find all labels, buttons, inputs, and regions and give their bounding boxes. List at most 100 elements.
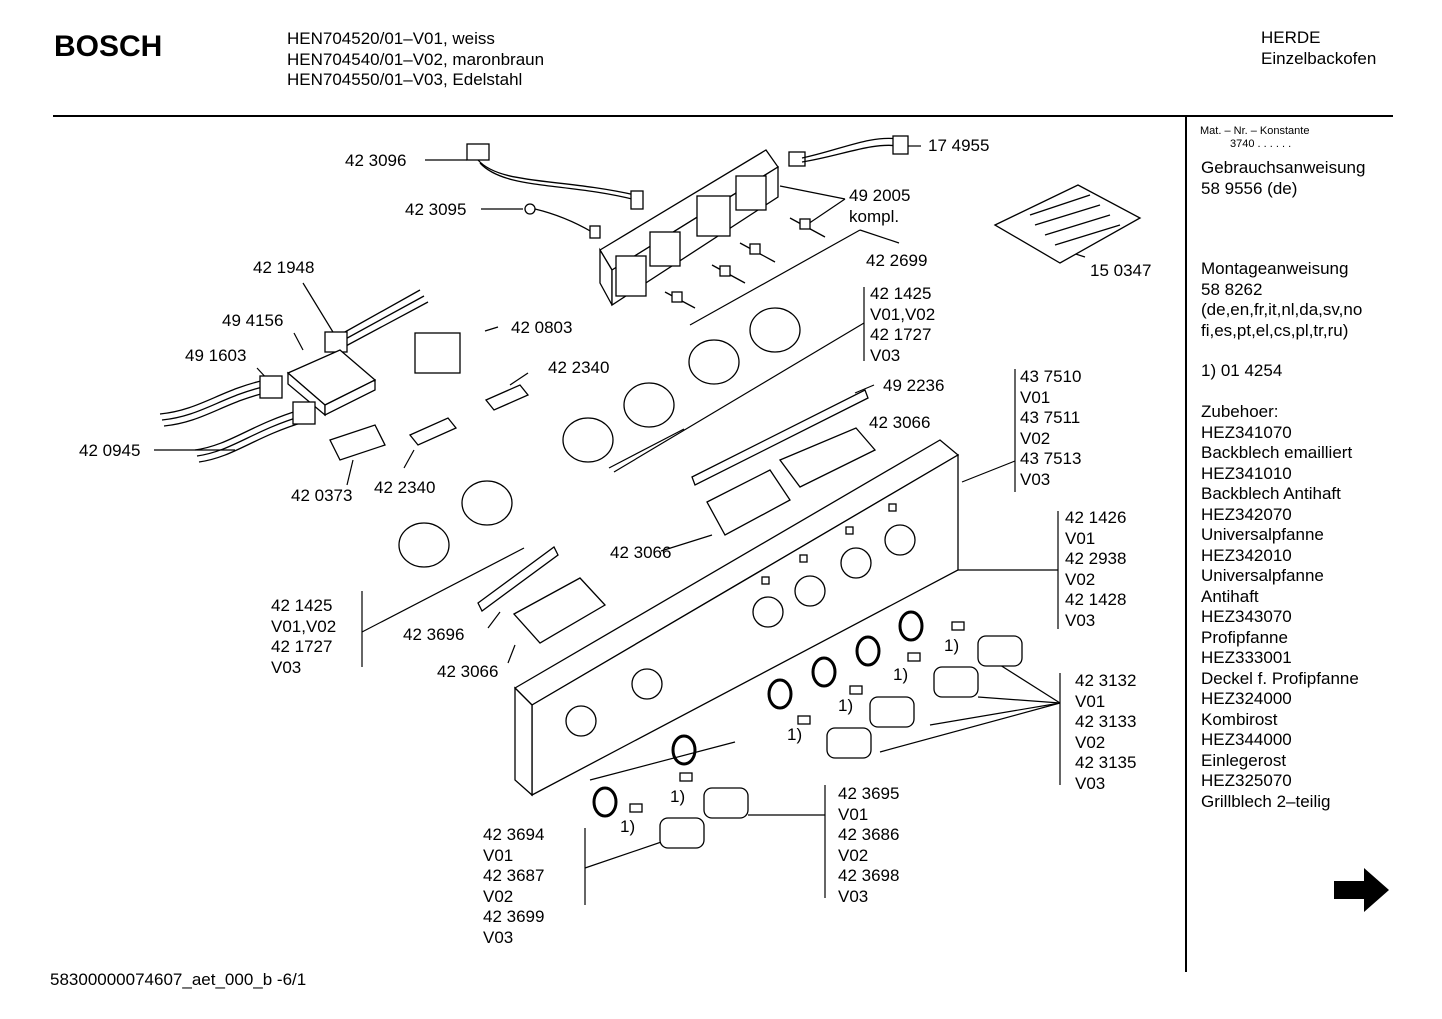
side-line: 1) 01 4254 (1201, 361, 1283, 380)
mat-nr-label: Mat. – Nr. – Konstante (1200, 125, 1310, 137)
part-label: 42 3066 (869, 413, 931, 432)
part-label: 42 2340 (548, 358, 610, 377)
part-label-group: 42 3695 V01 42 3686 V02 42 3698 V03 (838, 784, 899, 907)
part-label: V03 (870, 345, 901, 365)
part-label: V02 (838, 845, 869, 865)
side-line: Backblech Antihaft (1201, 484, 1341, 503)
part-label: V02 (1075, 732, 1106, 752)
terminal-block-494156 (286, 349, 377, 417)
side-line: HEZ325070 (1201, 771, 1292, 790)
part-label: 49 2005 (849, 186, 911, 205)
part-label-group: 42 1426 V01 42 2938 V02 42 1428 V03 (1065, 508, 1126, 631)
part-label: V01,V02 (271, 616, 337, 636)
next-page-arrow-icon[interactable] (1334, 868, 1390, 912)
part-label: 42 1727 (271, 637, 333, 656)
part-label: 42 0803 (511, 318, 573, 337)
part-label-group: 43 7510 V01 43 7511 V02 43 7513 V03 (1020, 367, 1081, 490)
part-label-group: 49 2005 kompl. (849, 186, 910, 227)
side-line: Universalpfanne (1201, 566, 1324, 585)
footnote-mark: 1) (944, 636, 960, 655)
side-line: HEZ341070 (1201, 422, 1292, 442)
brand-logo: BOSCH (54, 30, 163, 63)
part-label-group: 42 1425 V01,V02 42 1727 V03 (870, 284, 935, 366)
side-line: Deckel f. Profipfanne (1201, 668, 1359, 688)
side-line: HEZ344000 (1201, 730, 1292, 749)
part-label: 42 3699 (483, 907, 545, 926)
part-label: 49 4156 (222, 311, 284, 330)
leader-lines (154, 145, 1086, 905)
part-label-group: 42 1425 V01,V02 42 1727 V03 (271, 596, 336, 678)
part-label: V03 (1020, 469, 1051, 489)
side-line: (de,en,fr,it,nl,da,sv,no (1201, 300, 1363, 319)
part-label: 42 1425 (870, 284, 932, 303)
part-label: kompl. (849, 206, 900, 226)
knob-drums (398, 307, 801, 568)
footnote-mark: 1) (787, 725, 803, 744)
part-label: 42 2340 (374, 478, 436, 497)
part-label: 42 3687 (483, 866, 545, 885)
part-label: V03 (1075, 773, 1106, 793)
part-label-group: 42 3694 V01 42 3687 V02 42 3699 V03 (483, 825, 544, 948)
holder-423066-upper (706, 427, 877, 536)
electronic-module (599, 149, 779, 307)
cable-harness-423096 (466, 143, 644, 210)
footnote-block: 1) 01 4254 (1201, 361, 1282, 382)
part-label: 42 3096 (345, 151, 407, 170)
side-line: Profipfanne (1201, 627, 1288, 647)
wire-set-491603 (159, 375, 316, 463)
part-label: 43 7510 (1020, 367, 1082, 386)
part-label: 43 7511 (1020, 408, 1081, 427)
document-id: 58300000074607_aet_000_b -6/1 (50, 970, 307, 989)
side-line: HEZ324000 (1201, 689, 1292, 708)
side-line: Universalpfanne (1201, 525, 1324, 544)
part-label: V03 (838, 886, 869, 906)
installation-block: Montageanweisung 58 8262 (de,en,fr,it,nl… (1201, 259, 1362, 341)
part-label: V01 (483, 845, 514, 865)
footnote-mark: 1) (670, 787, 686, 806)
part-label: 15 0347 (1090, 261, 1152, 280)
side-line: Gebrauchsanweisung (1201, 158, 1366, 177)
side-line: HEZ343070 (1201, 607, 1292, 626)
part-label: 42 3694 (483, 825, 545, 844)
part-label: V02 (483, 886, 514, 906)
model-line: HEN704550/01–V03, Edelstahl (287, 70, 523, 89)
mat-nr-value: 3740 . . . . . . (1230, 138, 1292, 150)
side-line: Montageanweisung (1201, 259, 1349, 278)
part-label-group: 42 3132 V01 42 3133 V02 42 3135 V03 (1075, 671, 1136, 794)
part-label: 49 2236 (883, 376, 945, 395)
side-line: Kombirost (1201, 709, 1278, 729)
accessories-block: Zubehoer: HEZ341070 Backblech emailliert… (1201, 402, 1359, 812)
rings (592, 610, 924, 818)
part-label: V01,V02 (870, 304, 936, 324)
control-panel-front (513, 439, 960, 797)
cable-174955 (788, 135, 909, 167)
part-label: 42 3066 (610, 543, 672, 562)
control-knobs (659, 635, 1023, 849)
manual-block: Gebrauchsanweisung 58 9556 (de) (1201, 158, 1365, 199)
header-divider (53, 115, 1393, 117)
part-label: 42 3686 (838, 825, 900, 844)
part-label: 42 3698 (838, 866, 900, 885)
category-title: HERDE Einzelbackofen (1261, 27, 1376, 69)
part-label: 49 1603 (185, 346, 247, 365)
side-line: fi,es,pt,el,cs,pl,tr,ru) (1201, 320, 1349, 340)
side-line: 58 8262 (1201, 279, 1263, 299)
part-label: 43 7513 (1020, 449, 1082, 468)
part-label: V01 (838, 804, 869, 824)
screw-bag-150347 (993, 184, 1142, 264)
part-label: 42 1425 (271, 596, 333, 615)
side-line: Zubehoer: (1201, 402, 1279, 421)
part-label: 42 1727 (870, 325, 932, 344)
part-label: 42 0945 (79, 441, 141, 460)
part-label: 42 2699 (866, 251, 928, 270)
mat-nr-block: Mat. – Nr. – Konstante 3740 . . . . . . (1200, 125, 1309, 151)
part-label: 42 0373 (291, 486, 353, 505)
part-label: 42 2938 (1065, 549, 1127, 568)
side-line: Backblech emailliert (1201, 443, 1353, 462)
part-label: 42 3135 (1075, 753, 1137, 772)
cable-423095 (524, 203, 601, 239)
model-list: HEN704520/01–V01, weiss HEN704540/01–V02… (287, 29, 544, 91)
part-label: 42 1948 (253, 258, 315, 277)
part-label: V01 (1075, 691, 1106, 711)
